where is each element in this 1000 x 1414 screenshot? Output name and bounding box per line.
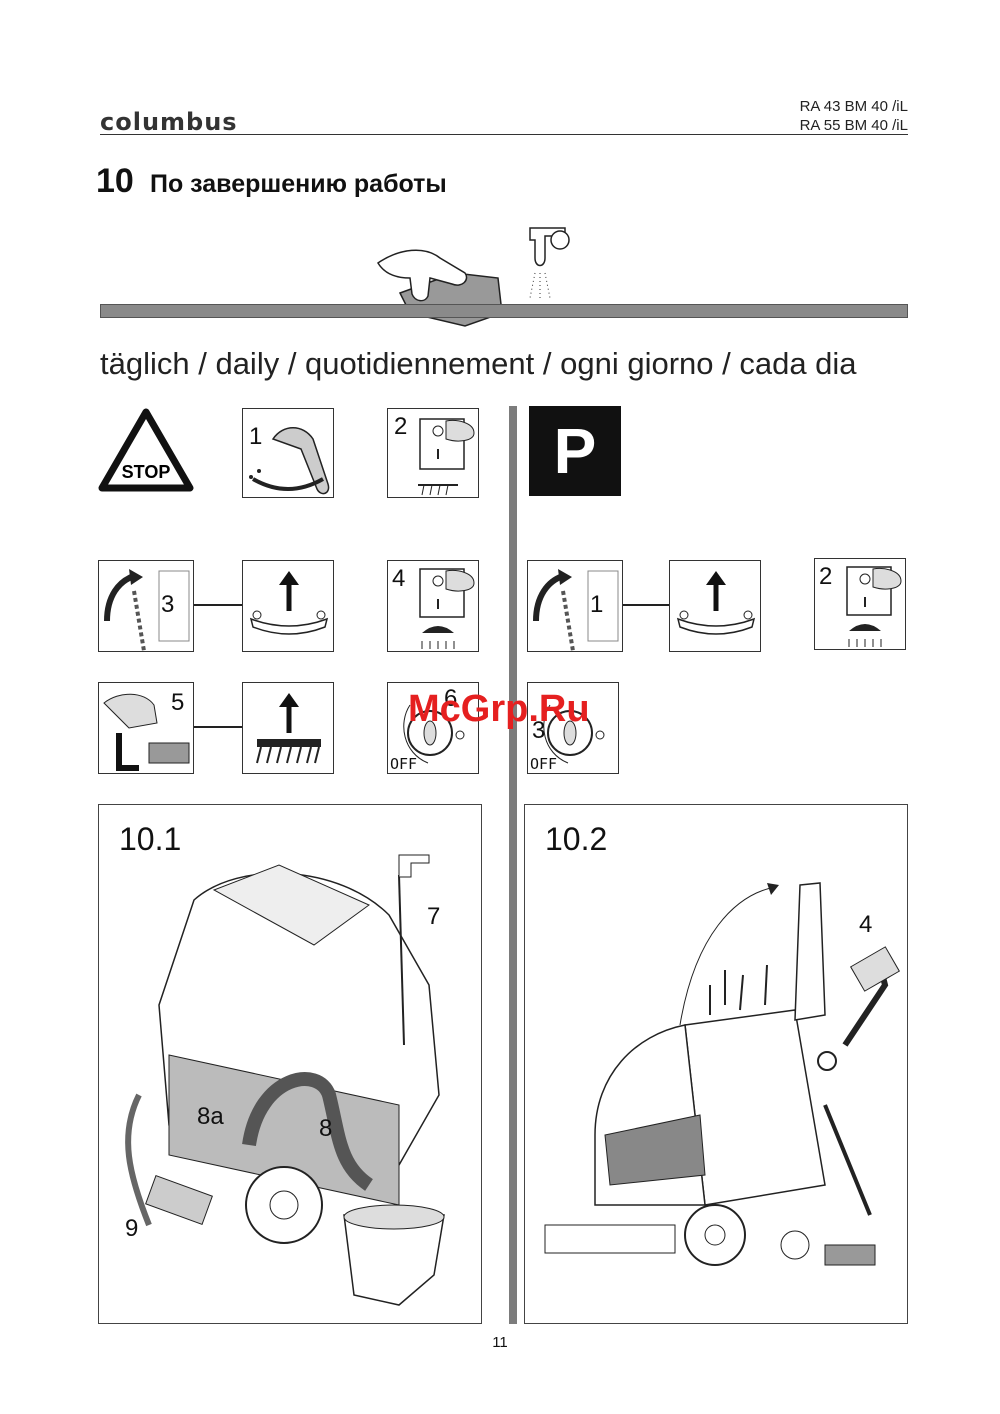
stop-sign-text: STOP xyxy=(122,462,171,482)
step-2-label: 2 xyxy=(394,413,408,440)
off-label: OFF xyxy=(390,755,418,773)
panel-10-2: 10.2 4 xyxy=(524,804,908,1324)
brand-logo: columbus xyxy=(100,108,238,136)
callout-8: 8 xyxy=(319,1115,333,1142)
step-1-brush-stop-box: 1 xyxy=(242,408,334,498)
right-step-1-lever-box: 1 xyxy=(527,560,623,652)
off-label: OFF xyxy=(530,755,558,773)
right-step-2-switch-box: 2 xyxy=(814,558,906,650)
column-divider xyxy=(509,406,517,1324)
right-step-3-label: 3 xyxy=(532,717,546,744)
arrow-connector xyxy=(623,604,669,606)
arrow-connector xyxy=(194,604,242,606)
step-4-switch-box: 4 xyxy=(387,560,479,652)
step-2-switch-box: 2 xyxy=(387,408,479,498)
brush-up-box xyxy=(242,682,334,774)
section-bar xyxy=(100,304,908,318)
step-6-label: 6 xyxy=(444,685,458,712)
squeegee-up-box xyxy=(242,560,334,652)
model-line-1: RA 43 BM 40 /iL xyxy=(799,98,908,115)
parking-icon: P xyxy=(529,406,621,496)
panel-10-1-title: 10.1 xyxy=(119,821,182,857)
section-number: 10 xyxy=(96,162,134,200)
callout-4: 4 xyxy=(859,911,873,938)
step-4-label: 4 xyxy=(392,565,406,592)
arrow-connector xyxy=(194,726,242,728)
stop-warning-icon: STOP xyxy=(98,406,194,494)
callout-7: 7 xyxy=(427,903,441,930)
step-3-lever-box: 3 xyxy=(98,560,194,652)
callout-9: 9 xyxy=(125,1215,139,1242)
right-step-2-label: 2 xyxy=(819,563,833,590)
header-divider xyxy=(100,134,908,135)
step-6-key-off-box: 6 OFF xyxy=(387,682,479,774)
machine-lid-open-illustration xyxy=(544,882,901,1266)
step-1-label: 1 xyxy=(249,423,263,450)
right-squeegee-up-box xyxy=(669,560,761,652)
watermark: McGrp.Ru xyxy=(408,688,590,730)
right-step-3-key-off-box: 3 OFF xyxy=(527,682,619,774)
step-5-pedal-box: 5 xyxy=(98,682,194,774)
frequency-text: täglich / daily / quotidiennement / ogni… xyxy=(100,346,857,381)
model-line-2: RA 55 BM 40 /iL xyxy=(799,117,908,134)
step-3-label: 3 xyxy=(161,591,175,618)
callout-8a: 8a xyxy=(197,1103,224,1130)
machine-drain-illustration xyxy=(125,854,445,1306)
right-step-1-label: 1 xyxy=(590,591,604,618)
panel-10-1: 10.1 7 8a 8 9 xyxy=(98,804,482,1324)
page-number: 11 xyxy=(492,1334,508,1351)
step-5-label: 5 xyxy=(171,689,185,716)
panel-10-2-title: 10.2 xyxy=(545,821,608,857)
section-title: По завершению работы xyxy=(150,170,447,198)
